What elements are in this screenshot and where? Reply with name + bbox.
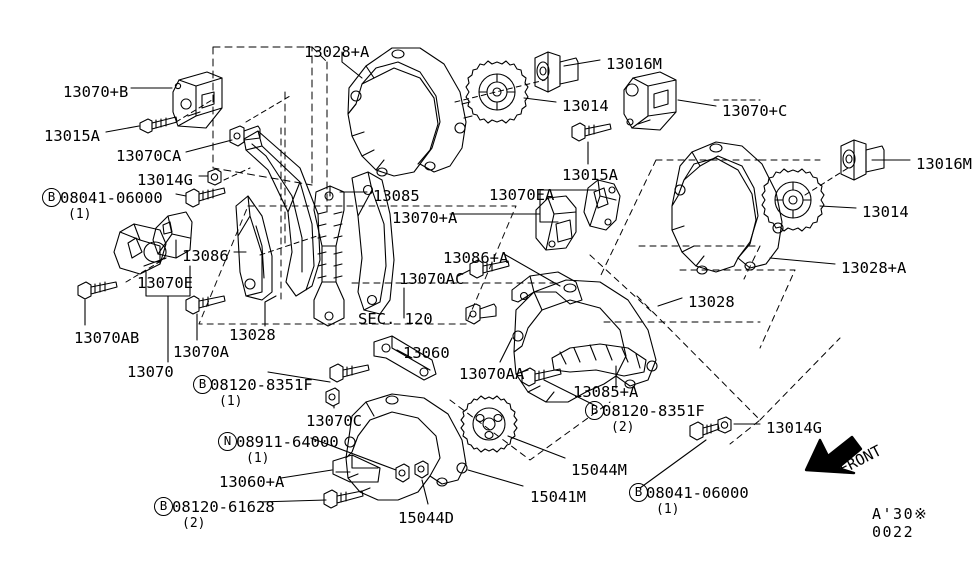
callout-15044d[interactable]: 15044D (398, 509, 454, 527)
ring-badge-b-5: B (629, 483, 648, 502)
qty-08120-61628[interactable]: (2) (182, 516, 206, 531)
qty-08041-06000-upper[interactable]: (1) (68, 207, 92, 222)
callout-13070a[interactable]: 13070A (173, 343, 229, 361)
callout-13086[interactable]: 13086 (182, 247, 229, 265)
callout-13028-right[interactable]: 13028 (688, 293, 735, 311)
callout-13014g-upper[interactable]: 13014G (137, 171, 193, 189)
ring-badge-b-3: B (154, 497, 173, 516)
callout-13070aa[interactable]: 13070AA (459, 365, 525, 383)
qty-08120-8351f-left[interactable]: (1) (219, 394, 243, 409)
qty-08041-06000-right[interactable]: (1) (656, 502, 680, 517)
qty-08120-8351f-right[interactable]: (2) (611, 420, 635, 435)
ring-badge-b-2: B (193, 375, 212, 394)
ring-badge-b-1: B (42, 188, 61, 207)
qty-08911-64000[interactable]: (1) (246, 451, 270, 466)
callout-15041m[interactable]: 15041M (530, 488, 586, 506)
callout-13070e[interactable]: 13070E (137, 274, 193, 292)
callout-13070ab[interactable]: 13070AB (74, 329, 140, 347)
callout-13085-a[interactable]: 13085+A (573, 383, 639, 401)
callout-13014-right[interactable]: 13014 (862, 203, 909, 221)
ring-badge-b-4: B (585, 401, 604, 420)
callout-08911-64000[interactable]: 08911-64000 (236, 433, 339, 451)
callout-13014-upper[interactable]: 13014 (562, 97, 609, 115)
callout-13070ac[interactable]: 13070AC (399, 270, 465, 288)
ring-badge-n-1: N (218, 432, 237, 451)
section-reference-120[interactable]: SEC. 120 (358, 310, 433, 328)
callout-13015a-left[interactable]: 13015A (44, 127, 100, 145)
callout-08041-06000-upper[interactable]: 08041-06000 (60, 189, 163, 207)
callout-08041-06000-right[interactable]: 08041-06000 (646, 484, 749, 502)
callout-13070-a[interactable]: 13070+A (392, 209, 458, 227)
callout-13070c[interactable]: 13070C (306, 412, 362, 430)
callout-13070-c[interactable]: 13070+C (722, 102, 788, 120)
callout-13028-a-upper[interactable]: 13028+A (304, 43, 370, 61)
callout-08120-8351f-right[interactable]: 08120-8351F (602, 402, 705, 420)
callout-13028-a-right[interactable]: 13028+A (841, 259, 907, 277)
callout-13070ca[interactable]: 13070CA (116, 147, 182, 165)
callout-13085[interactable]: 13085 (373, 187, 420, 205)
callout-13015a-right[interactable]: 13015A (562, 166, 618, 184)
callout-13060-a[interactable]: 13060+A (219, 473, 285, 491)
callout-13016m-right[interactable]: 13016M (916, 155, 972, 173)
callout-13086-a[interactable]: 13086+A (443, 249, 509, 267)
callout-13070ea[interactable]: 13070EA (489, 186, 555, 204)
callout-13060[interactable]: 13060 (403, 344, 450, 362)
callout-13070-b[interactable]: 13070+B (63, 83, 129, 101)
callout-15044m[interactable]: 15044M (571, 461, 627, 479)
callout-08120-61628[interactable]: 08120-61628 (172, 498, 275, 516)
callout-13016m-upper[interactable]: 13016M (606, 55, 662, 73)
sheet-id-label: A'30※ 0022 (872, 505, 929, 541)
callout-13014g-right[interactable]: 13014G (766, 419, 822, 437)
callout-13070[interactable]: 13070 (127, 363, 174, 381)
callout-08120-8351f-left[interactable]: 08120-8351F (210, 376, 313, 394)
callout-13028-left[interactable]: 13028 (229, 326, 276, 344)
